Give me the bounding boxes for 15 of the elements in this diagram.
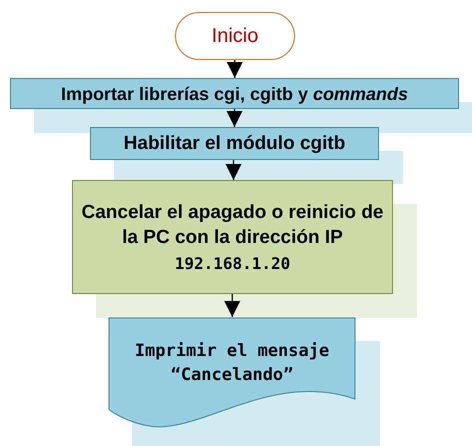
arrow bbox=[226, 160, 242, 180]
process-box bbox=[10, 78, 459, 109]
process-box bbox=[90, 127, 379, 160]
arrow bbox=[226, 60, 243, 78]
arrow bbox=[224, 294, 240, 317]
node-label: Inicio bbox=[210, 24, 260, 48]
process-box bbox=[72, 180, 393, 294]
ip-address: 192.168.1.20 bbox=[174, 254, 292, 274]
start-terminator bbox=[175, 12, 295, 60]
node-label: Importar librerías cgi, cgitb y commands bbox=[60, 82, 410, 104]
document-shape bbox=[108, 317, 356, 429]
node-label: Imprimir el mensaje “Cancelando” bbox=[134, 340, 330, 387]
arrow bbox=[226, 109, 242, 127]
node-label: Cancelar el apagado o reinicio de la PC con la dirección IP bbox=[80, 201, 384, 250]
node-label: Habilitar el módulo cgitb bbox=[122, 132, 346, 155]
